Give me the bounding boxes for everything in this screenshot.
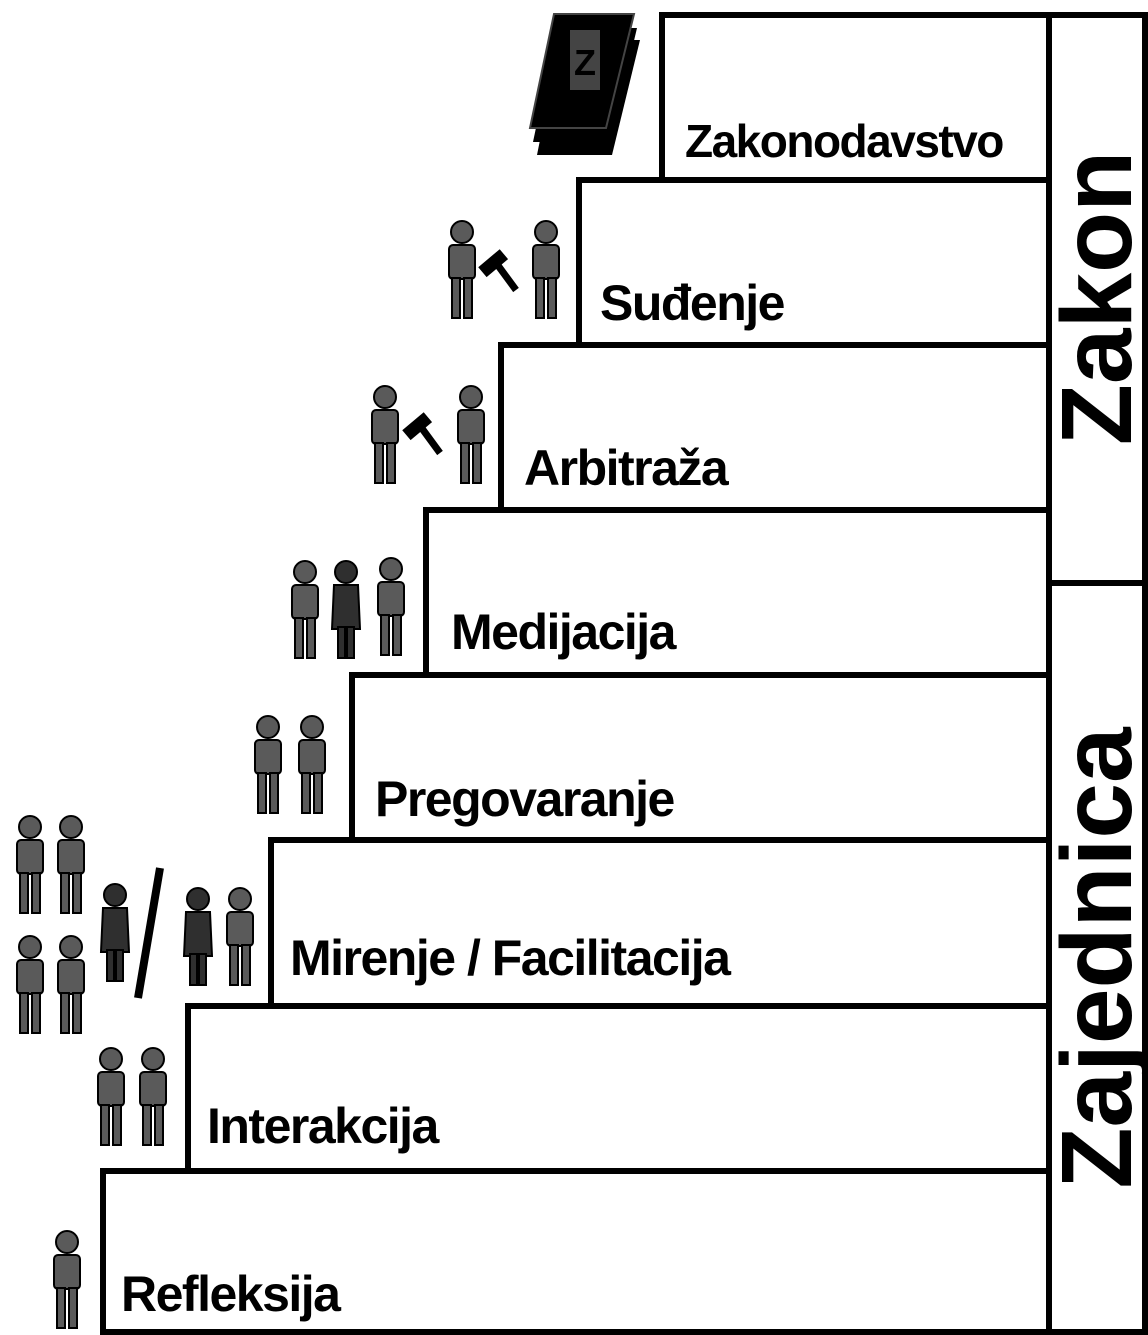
step-label: Mirenje / Facilitacija: [290, 930, 731, 986]
reflection-person-icon: [53, 1230, 81, 1329]
step-label: Refleksija: [121, 1266, 341, 1322]
judge-people-icon: [448, 220, 560, 319]
step-label: Arbitraža: [524, 440, 729, 496]
interaction-people-icon: [97, 1047, 167, 1146]
facilitation-people-icon: [16, 815, 254, 1034]
step-refleksija: Refleksija: [100, 1168, 1054, 1335]
step-mirenje-facilitacija: Mirenje / Facilitacija: [268, 837, 1054, 1010]
step-zakonodavstvo: Zakonodavstvo: [659, 12, 1054, 185]
step-label: Zakonodavstvo: [685, 115, 1004, 167]
step-sudenje: Suđenje: [576, 177, 1054, 350]
law-book-icon: Z: [528, 13, 640, 155]
step-pregovaranje: Pregovaranje: [349, 672, 1054, 845]
step-label: Medijacija: [451, 604, 677, 660]
mediation-people-icon: [291, 557, 405, 659]
side-box-zajednica: [1046, 580, 1148, 1335]
negotiation-people-icon: [254, 715, 326, 814]
arbiter-people-icon: [371, 385, 485, 484]
step-interakcija: Interakcija: [185, 1003, 1054, 1176]
book-letter: Z: [574, 42, 596, 83]
step-label: Pregovaranje: [375, 771, 675, 827]
step-label: Interakcija: [207, 1098, 439, 1154]
side-box-zakon: [1046, 12, 1148, 586]
step-label: Suđenje: [600, 275, 785, 331]
